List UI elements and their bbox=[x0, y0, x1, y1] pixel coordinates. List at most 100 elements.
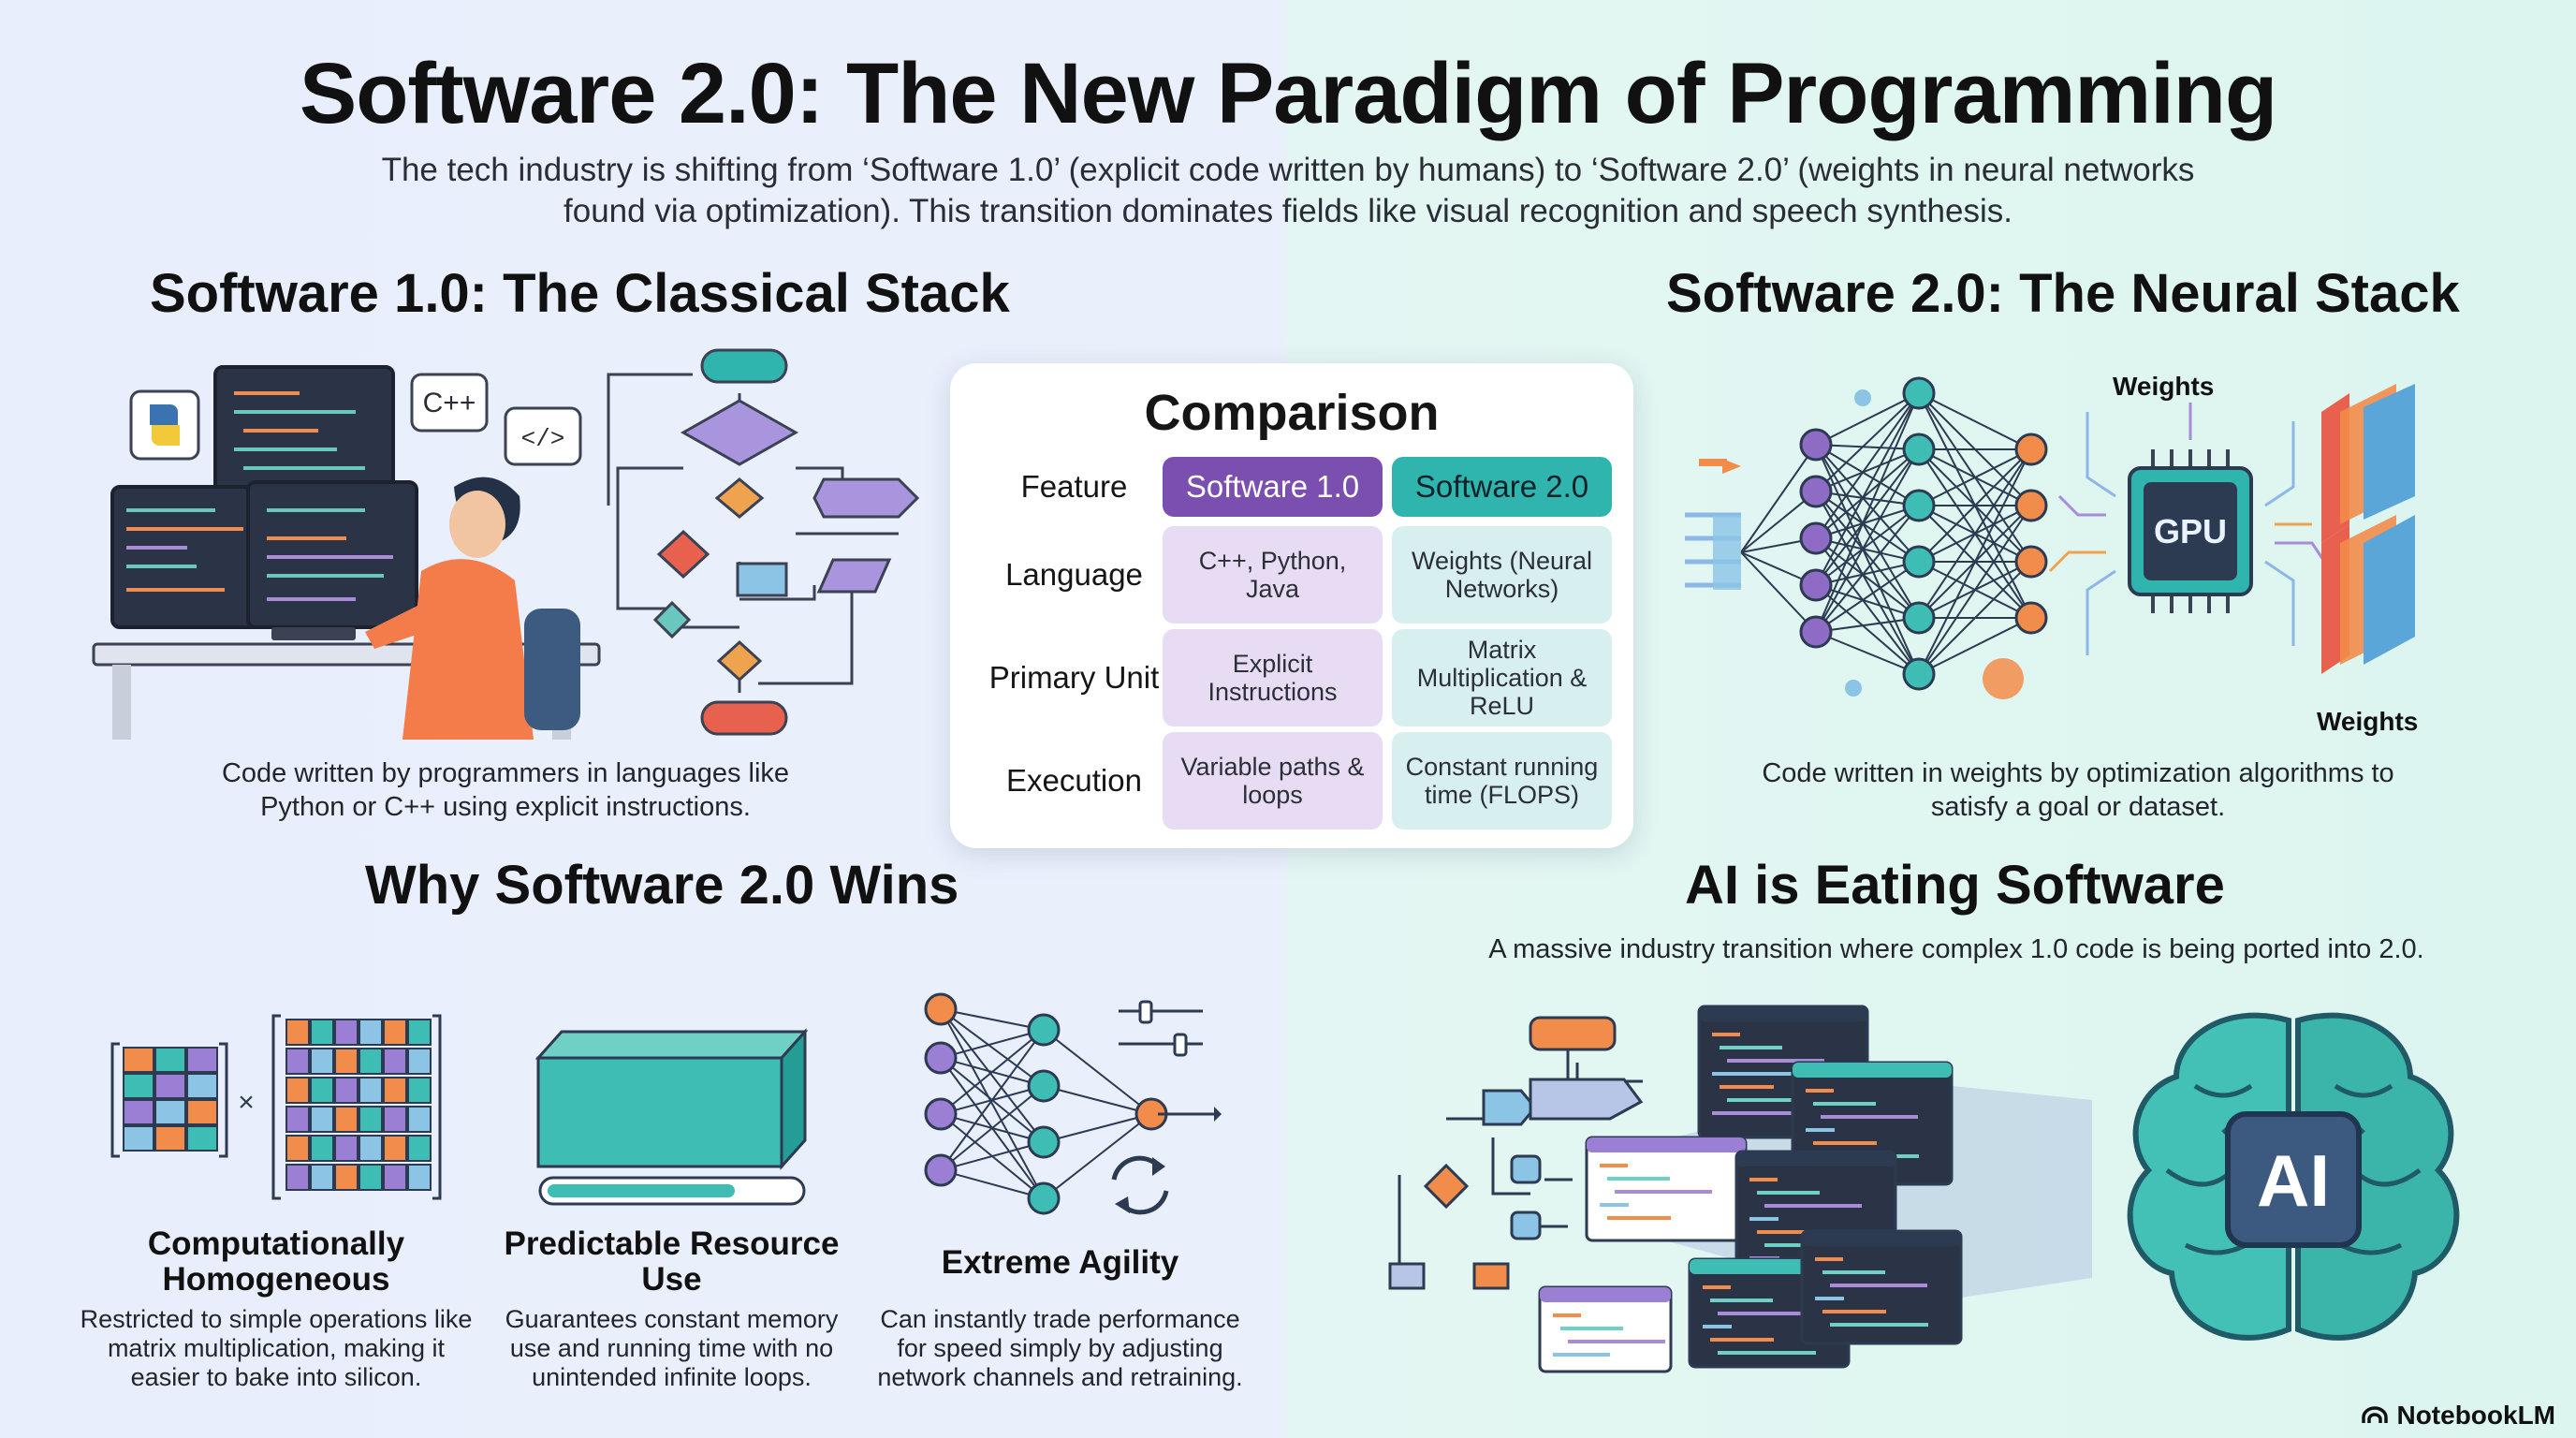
matrix-cell bbox=[383, 1135, 407, 1162]
page-subtitle: The tech industry is shifting from ‘Soft… bbox=[381, 152, 2195, 229]
comparison-cell: Matrix Multiplication & ReLU bbox=[1392, 629, 1612, 726]
matrix-cell bbox=[359, 1019, 383, 1046]
network-node bbox=[2014, 601, 2048, 635]
matrix-cell bbox=[285, 1019, 310, 1046]
matrix-cell bbox=[310, 1106, 334, 1133]
matrix-cell bbox=[285, 1077, 310, 1104]
wins-title: Why Software 2.0 Wins bbox=[365, 855, 959, 916]
network-node bbox=[2014, 489, 2048, 522]
matrix-cell bbox=[359, 1077, 383, 1104]
matrix-cell bbox=[359, 1106, 383, 1133]
network-node bbox=[1027, 1069, 1061, 1103]
code-porting-illustration bbox=[1388, 1005, 2092, 1373]
classical-stack-title: Software 1.0: The Classical Stack bbox=[150, 263, 1010, 324]
matrix-cell bbox=[334, 1135, 359, 1162]
comparison-cell: C++, Python, Java bbox=[1163, 526, 1383, 624]
ai-eating-software-caption: A massive industry transition where comp… bbox=[1488, 934, 2424, 964]
notebooklm-logo-icon bbox=[2362, 1406, 2389, 1423]
matrix-cell bbox=[407, 1048, 432, 1075]
svg-text:C++: C++ bbox=[423, 388, 476, 418]
matrix-cell bbox=[383, 1164, 407, 1191]
matrix-cell bbox=[285, 1048, 310, 1075]
neural-stack-caption: Code written in weights by optimization … bbox=[1762, 758, 2394, 822]
neural-network-illustration: GPU Weights Weights bbox=[1685, 372, 2418, 736]
comparison-cell: Weights (Neural Networks) bbox=[1392, 526, 1612, 624]
network-node bbox=[1799, 615, 1833, 649]
comparison-cell: Constant running time (FLOPS) bbox=[1392, 732, 1612, 829]
brand-name: NotebookLM bbox=[2396, 1401, 2555, 1430]
programmer-illustration: C++ </> bbox=[92, 348, 920, 740]
constant-resource-block-icon bbox=[534, 1028, 809, 1206]
matrix-cell bbox=[154, 1047, 186, 1073]
network-node bbox=[1902, 545, 1936, 579]
matrix-cell bbox=[383, 1019, 407, 1046]
matrix-cell bbox=[407, 1019, 432, 1046]
comparison-title: Comparison bbox=[1144, 385, 1440, 441]
matrix-cell bbox=[123, 1047, 154, 1073]
matrix-cell bbox=[186, 1099, 218, 1125]
matrix-cell bbox=[154, 1073, 186, 1099]
neural-stack-title: Software 2.0: The Neural Stack bbox=[1666, 263, 2460, 324]
code-bubble-icon: </> bbox=[504, 406, 582, 466]
matrix-cell bbox=[186, 1047, 218, 1073]
matrix-cell bbox=[285, 1135, 310, 1162]
comparison-row-label: Execution bbox=[1006, 763, 1142, 798]
matrix-cell bbox=[407, 1164, 432, 1191]
network-node bbox=[1027, 1125, 1061, 1159]
matrix-cell bbox=[334, 1106, 359, 1133]
network-node bbox=[1799, 521, 1833, 555]
matrix-cell bbox=[334, 1077, 359, 1104]
matrix-cell bbox=[359, 1135, 383, 1162]
matrix-cell bbox=[359, 1164, 383, 1191]
svg-text:</>: </> bbox=[521, 425, 565, 453]
matrix-cell bbox=[310, 1019, 334, 1046]
network-node bbox=[1902, 433, 1936, 466]
classical-stack-caption: Code written by programmers in languages… bbox=[221, 758, 790, 822]
code-window bbox=[1538, 1285, 1673, 1373]
matrix-cell bbox=[154, 1125, 186, 1152]
matrix-cell bbox=[186, 1073, 218, 1099]
comparison-feature-header: Feature bbox=[1020, 469, 1128, 504]
matrix-multiplication-icon: × bbox=[110, 1014, 442, 1200]
network-node bbox=[1902, 489, 1936, 522]
matrix-cell bbox=[383, 1077, 407, 1104]
feature-description: Restricted to simple operations like mat… bbox=[80, 1305, 473, 1391]
feature-description: Guarantees constant memory use and runni… bbox=[505, 1305, 839, 1391]
programmer-figure bbox=[365, 477, 580, 740]
matrix-cell bbox=[285, 1164, 310, 1191]
feature-title: Computationally Homogeneous bbox=[147, 1225, 405, 1298]
svg-text:GPU: GPU bbox=[2154, 512, 2227, 550]
code-window bbox=[1585, 1136, 1748, 1242]
network-node bbox=[924, 992, 958, 1026]
notebooklm-brand: NotebookLM bbox=[2361, 1401, 2555, 1431]
comparison-card: Comparison Feature Software 1.0 Software… bbox=[950, 363, 1633, 848]
comparison-cell: Variable paths & loops bbox=[1163, 732, 1383, 829]
matrix-cell bbox=[407, 1077, 432, 1104]
matrix-cell bbox=[310, 1077, 334, 1104]
matrix-cell bbox=[334, 1019, 359, 1046]
network-node bbox=[924, 1097, 958, 1131]
agility-network-icon bbox=[924, 992, 1222, 1215]
left-monitor bbox=[110, 485, 269, 629]
python-logo-icon bbox=[129, 389, 200, 461]
weights-label-top: Weights bbox=[2113, 372, 2214, 401]
weights-label-bottom: Weights bbox=[2317, 707, 2418, 736]
cpp-bubble-icon: C++ bbox=[410, 373, 489, 433]
comparison-col-software2: Software 2.0 bbox=[1392, 457, 1612, 517]
network-node bbox=[1854, 389, 1871, 406]
network-node bbox=[924, 1153, 958, 1187]
ai-brain-icon: AI bbox=[2127, 1012, 2460, 1341]
network-node bbox=[2014, 545, 2048, 579]
right-monitor bbox=[246, 480, 418, 629]
matrix-cell bbox=[310, 1135, 334, 1162]
matrix-cell bbox=[334, 1164, 359, 1191]
network-node bbox=[1902, 601, 1936, 635]
ai-label: AI bbox=[2257, 1139, 2330, 1222]
comparison-col-software1: Software 1.0 bbox=[1163, 457, 1383, 517]
svg-text:×: × bbox=[238, 1087, 255, 1118]
matrix-cell bbox=[310, 1164, 334, 1191]
network-node bbox=[1027, 1181, 1061, 1215]
gpu-chip-icon: GPU bbox=[2128, 449, 2253, 613]
matrix-cell bbox=[310, 1048, 334, 1075]
network-node bbox=[1983, 658, 2024, 699]
